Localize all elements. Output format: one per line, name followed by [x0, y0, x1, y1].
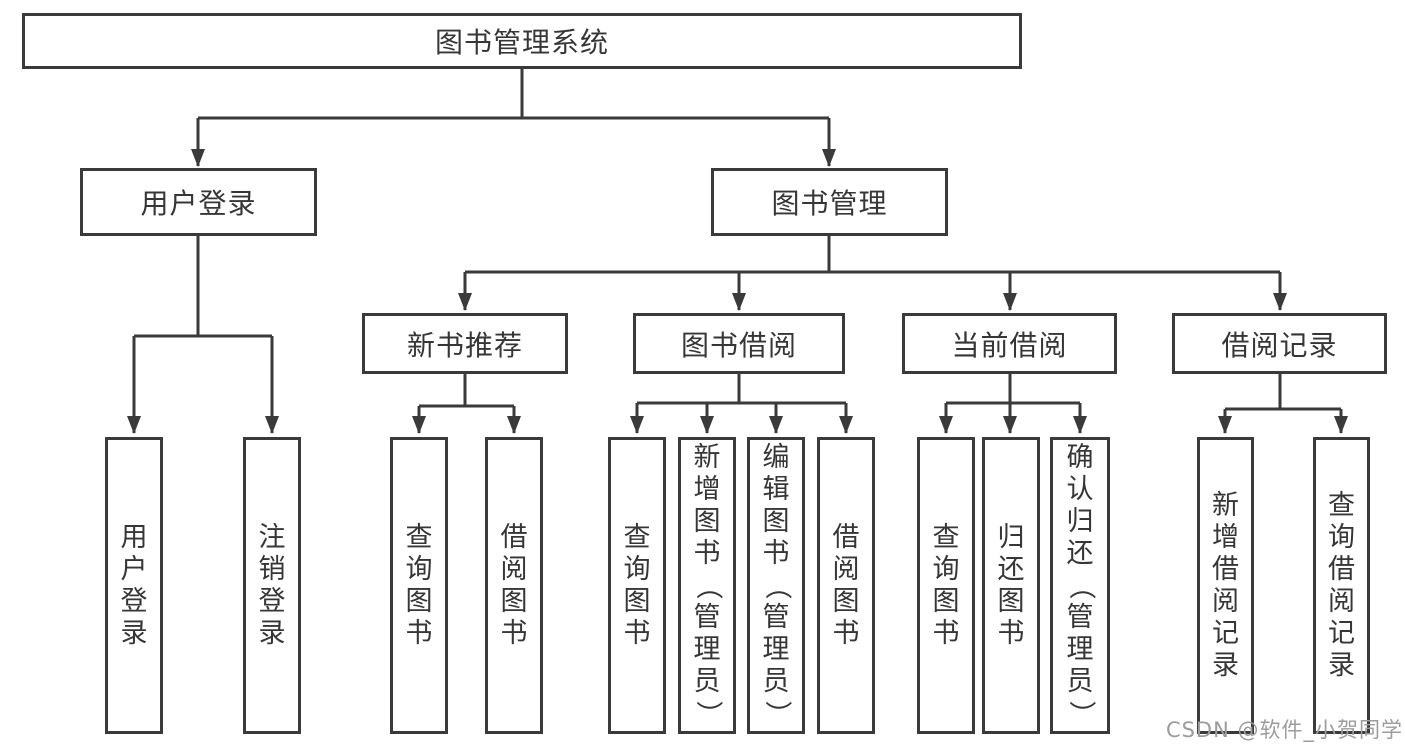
- node-root: 图书管理系统: [22, 13, 1022, 69]
- leaf-current-return-books-label: 归还图书: [997, 521, 1025, 649]
- leaf-newbooks-borrow-books: 借阅图书: [485, 437, 543, 734]
- leaf-user-login: 用户登录: [105, 437, 163, 734]
- leaf-borrow-edit-books-admin: 编辑图书（管理员）: [747, 437, 805, 734]
- leaf-current-confirm-return-admin-label: 确认归还（管理员）: [1065, 441, 1096, 728]
- connector-current-borrow-children: [939, 374, 1087, 434]
- leaf-borrow-add-books-admin: 新增图书（管理员）: [678, 437, 736, 734]
- node-book-borrow: 图书借阅: [633, 313, 845, 374]
- connector-user-login-children: [127, 236, 279, 434]
- leaf-borrow-borrow-books: 借阅图书: [817, 437, 875, 734]
- node-new-book-recommend: 新书推荐: [362, 313, 568, 374]
- node-book-management: 图书管理: [711, 168, 948, 236]
- leaf-current-query-books: 查询图书: [917, 437, 975, 734]
- leaf-borrow-add-books-admin-label: 新增图书（管理员）: [692, 441, 723, 728]
- leaf-logout-label: 注销登录: [258, 521, 286, 649]
- node-user-login-label: 用户登录: [140, 187, 257, 220]
- connector-root-to-level2: [191, 69, 836, 167]
- leaf-user-login-label: 用户登录: [120, 521, 148, 649]
- leaf-newbooks-borrow-books-label: 借阅图书: [500, 521, 528, 649]
- leaf-borrow-borrow-books-label: 借阅图书: [832, 521, 860, 649]
- node-borrow-records-label: 借阅记录: [1221, 328, 1338, 362]
- node-book-borrow-label: 图书借阅: [680, 328, 797, 362]
- leaf-logout: 注销登录: [243, 437, 301, 734]
- leaf-records-add-record-label: 新增借阅记录: [1212, 489, 1239, 681]
- csdn-watermark: CSDN @软件_小贺同学: [1165, 718, 1403, 742]
- node-current-borrow: 当前借阅: [902, 313, 1117, 374]
- leaf-borrow-edit-books-admin-label: 编辑图书（管理员）: [761, 441, 792, 728]
- leaf-newbooks-query-books-label: 查询图书: [405, 521, 433, 649]
- leaf-records-add-record: 新增借阅记录: [1197, 437, 1254, 734]
- node-book-management-label: 图书管理: [771, 187, 888, 220]
- connector-book-borrow-children: [630, 374, 853, 434]
- node-root-label: 图书管理系统: [434, 26, 609, 59]
- node-current-borrow-label: 当前借阅: [951, 328, 1068, 362]
- connector-new-books-children: [412, 374, 521, 434]
- leaf-records-query-record: 查询借阅记录: [1313, 437, 1370, 734]
- node-user-login: 用户登录: [80, 168, 317, 236]
- leaf-borrow-query-books-label: 查询图书: [623, 521, 651, 649]
- node-borrow-records: 借阅记录: [1172, 313, 1387, 374]
- connector-book-mgmt-children: [458, 236, 1287, 311]
- leaf-records-query-record-label: 查询借阅记录: [1328, 489, 1355, 681]
- connector-borrow-records-children: [1218, 374, 1348, 434]
- leaf-current-confirm-return-admin: 确认归还（管理员）: [1050, 437, 1110, 734]
- leaf-borrow-query-books: 查询图书: [608, 437, 666, 734]
- leaf-newbooks-query-books: 查询图书: [390, 437, 448, 734]
- leaf-current-return-books: 归还图书: [982, 437, 1040, 734]
- leaf-current-query-books-label: 查询图书: [932, 521, 960, 649]
- node-new-book-recommend-label: 新书推荐: [406, 328, 523, 362]
